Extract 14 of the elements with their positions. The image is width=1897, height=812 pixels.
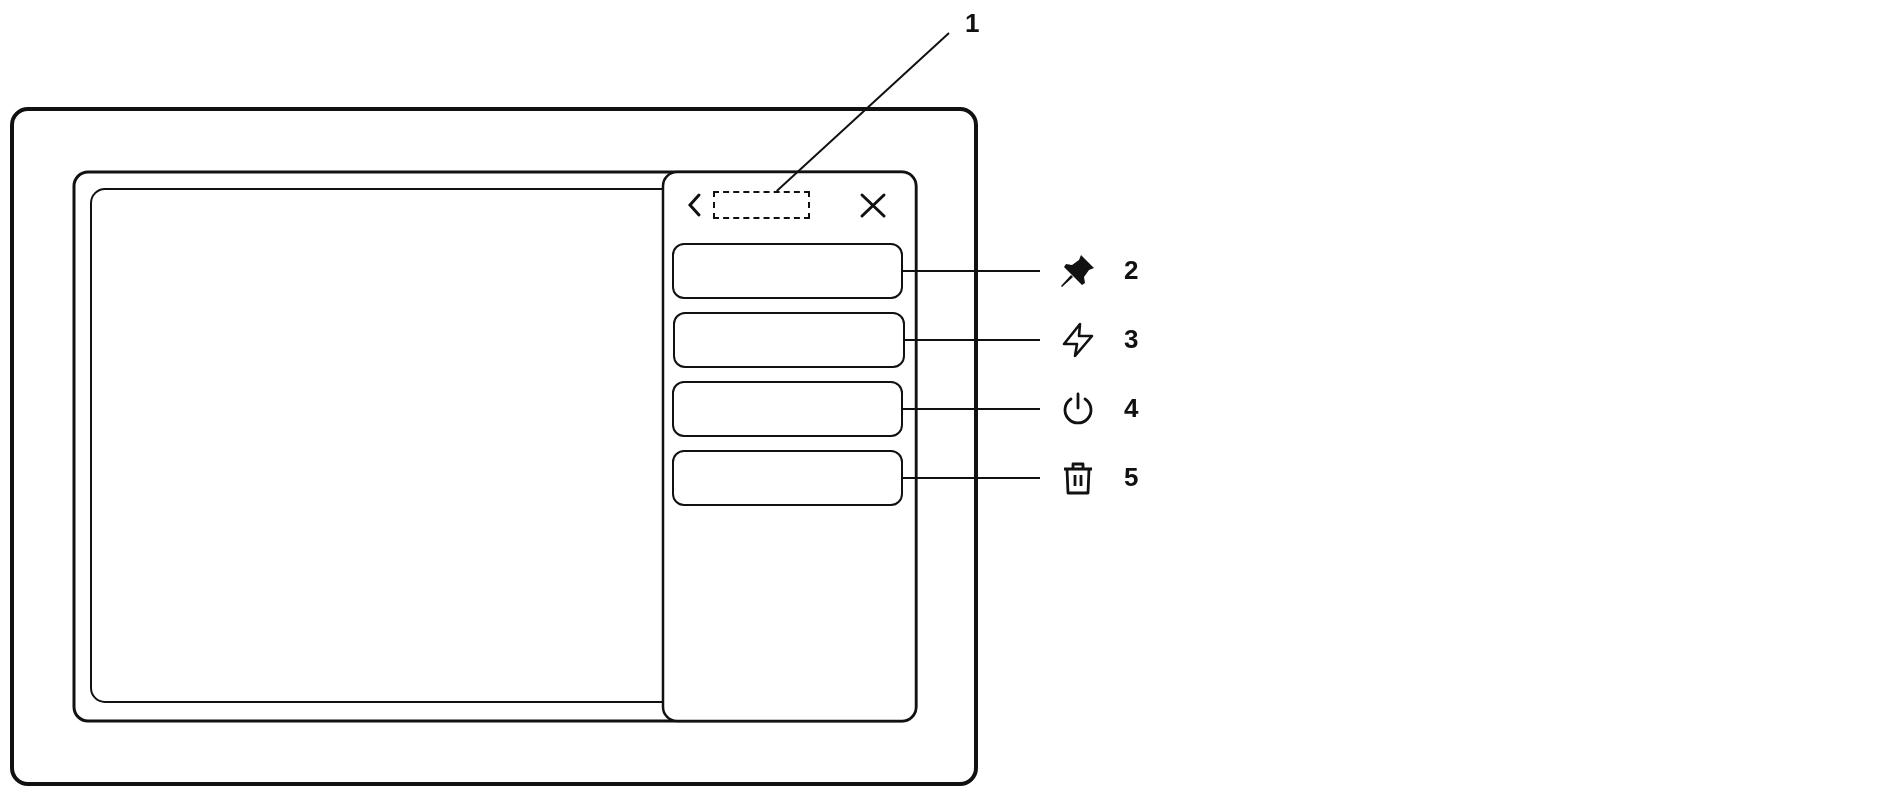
- menu-item-box: [672, 243, 903, 299]
- menu-item-box: [672, 381, 903, 437]
- callout-number: 2: [1124, 255, 1139, 285]
- callout-number: 1: [965, 8, 980, 38]
- menu-item-box: [672, 450, 903, 506]
- menu-item-box: [673, 312, 905, 368]
- callout-number: 3: [1124, 324, 1139, 354]
- leader-line: [902, 408, 1041, 410]
- callout-number: 4: [1124, 393, 1139, 423]
- leader-line: [902, 270, 1041, 272]
- leader-line: [902, 477, 1041, 479]
- callout-number: 5: [1124, 462, 1139, 492]
- title-placeholder: [713, 191, 810, 219]
- leader-line: [904, 339, 1041, 341]
